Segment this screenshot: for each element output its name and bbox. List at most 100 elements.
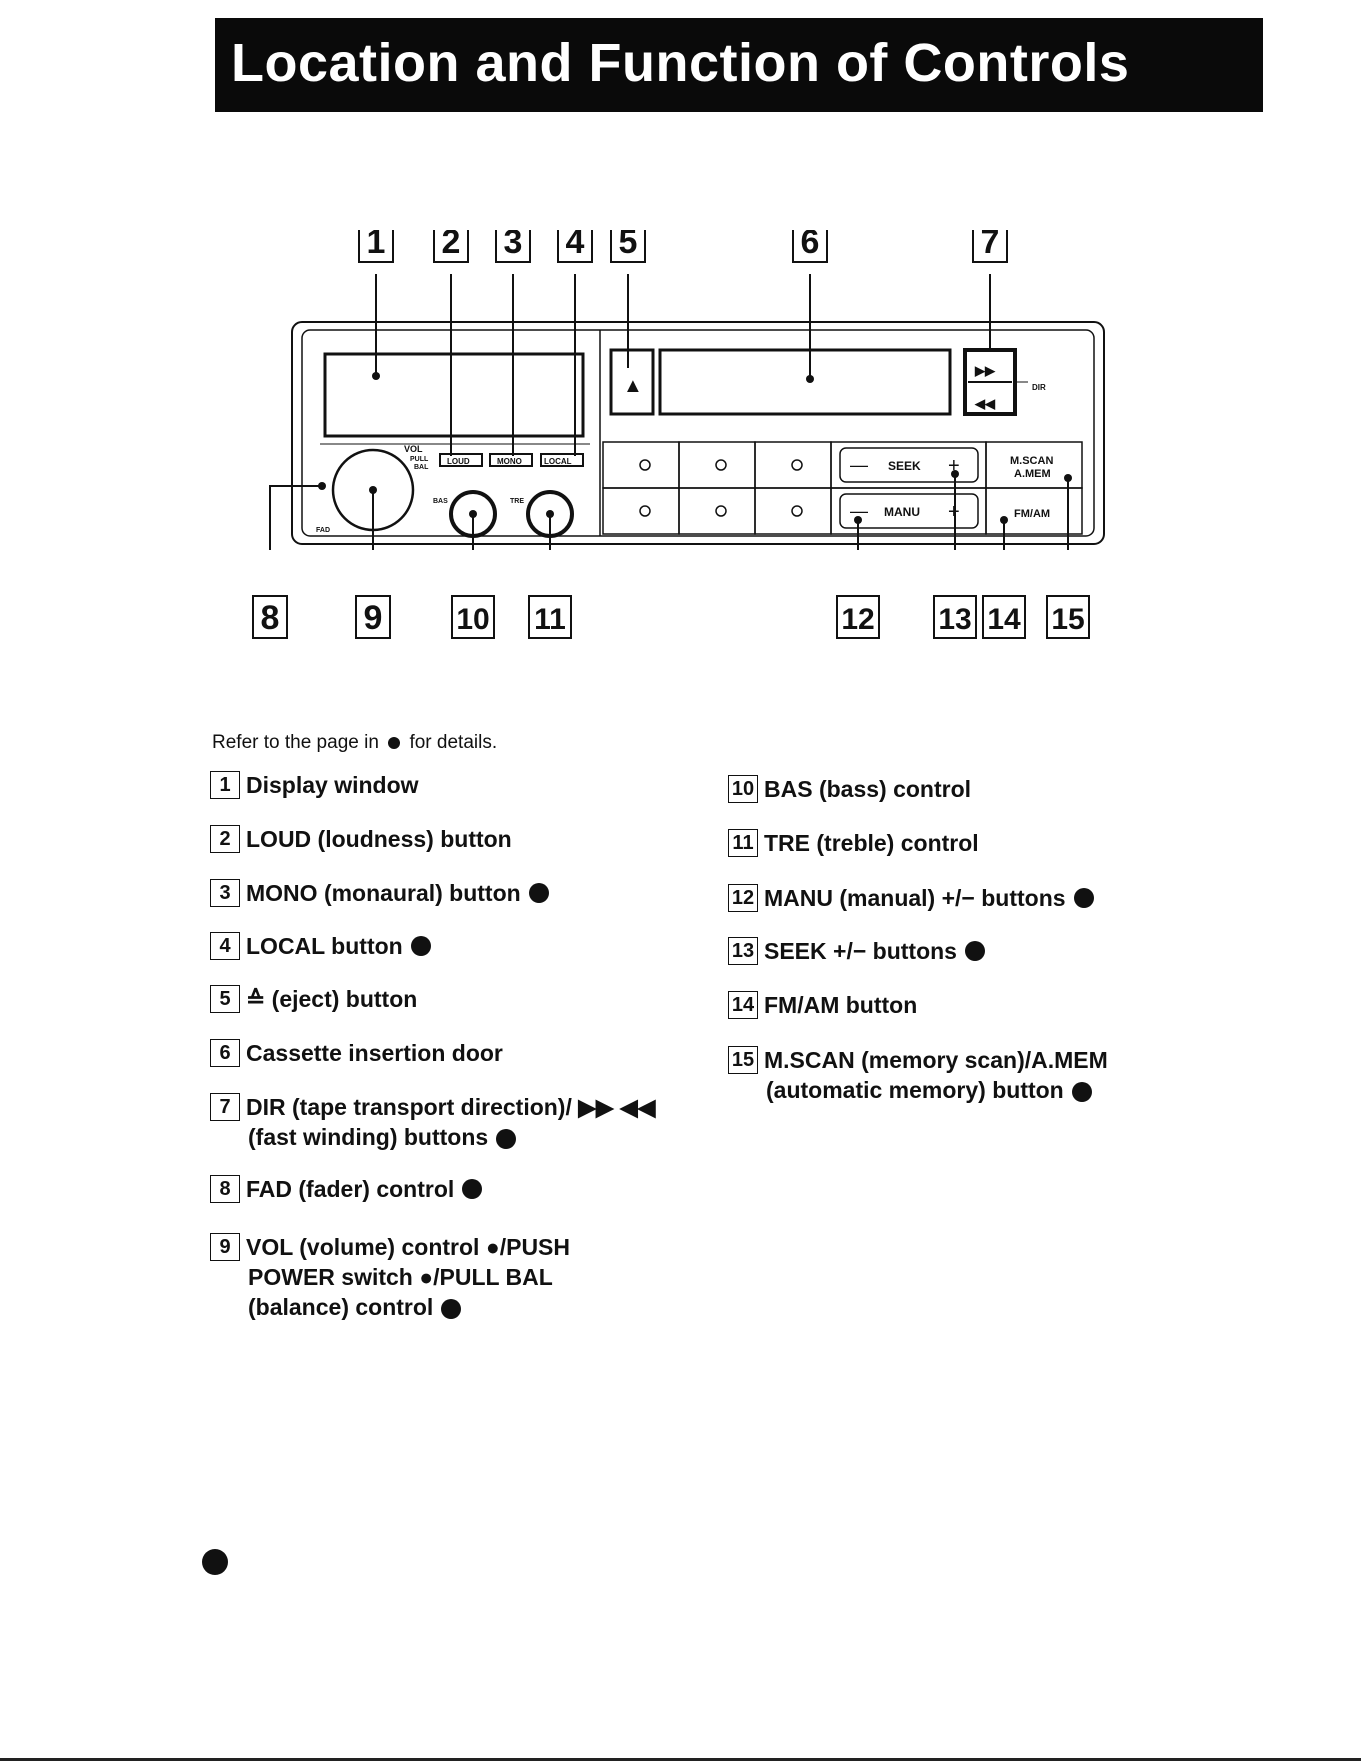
- item-number: 9: [210, 1232, 240, 1261]
- page-ref-icon: [496, 1128, 517, 1149]
- callout-box-12: [836, 595, 880, 639]
- item-number: 1: [210, 770, 240, 799]
- intro-suffix: for details.: [409, 732, 498, 753]
- pull-label: PULL: [410, 456, 429, 463]
- item-number: 5: [210, 984, 240, 1013]
- bottom-rule: [0, 1758, 1361, 1761]
- eject-label: ▲: [623, 375, 643, 397]
- mono-label: MONO: [497, 457, 522, 466]
- item-number: 14: [728, 990, 758, 1019]
- ff-label: ▶▶: [974, 363, 996, 378]
- item-number: 2: [210, 824, 240, 853]
- eject-button: [609, 348, 655, 416]
- callout-box-8: [252, 595, 288, 639]
- page-ref-icon: [1073, 887, 1094, 908]
- mono-button: [489, 453, 533, 467]
- item-text: Display window: [246, 771, 419, 798]
- display-window: [323, 352, 585, 438]
- callout-box-9: [355, 595, 391, 639]
- callout-number-12: 12: [841, 603, 874, 636]
- vol-label: VOL: [404, 444, 423, 454]
- seek-label: SEEK: [888, 459, 921, 473]
- local-button: [540, 453, 584, 467]
- page-ref-icon: [528, 882, 549, 903]
- title-banner: Location and Function of Controls: [215, 18, 1263, 112]
- item-number: 4: [210, 931, 240, 960]
- item-number: 15: [728, 1045, 758, 1074]
- svg-text:—: —: [850, 455, 868, 475]
- item-text: FAD (fader) control: [246, 1175, 455, 1202]
- dir-label: DIR: [1032, 383, 1046, 392]
- callout-number-6: 6: [801, 230, 820, 261]
- callout-box-4: [557, 230, 593, 263]
- page-ref-icon: [1071, 1081, 1092, 1102]
- item-number: 7: [210, 1092, 240, 1121]
- manu-rocker: [839, 493, 979, 529]
- callout-box-15: [1046, 595, 1090, 639]
- item-text: VOL (volume) control ●/PUSH: [246, 1233, 570, 1260]
- callout-number-9: 9: [364, 599, 383, 637]
- item-number: 13: [728, 936, 758, 965]
- car-stereo-diagram: VOL PULL BAL FAD BAS TRE LOUD MONO LOCAL…: [252, 230, 1105, 639]
- page-ref-icon: [388, 736, 401, 749]
- item-text: TRE (treble) control: [764, 829, 979, 856]
- callout-number-4: 4: [566, 230, 585, 261]
- item-text: M.SCAN (memory scan)/A.MEM: [764, 1046, 1108, 1073]
- item-text: LOCAL button: [246, 932, 403, 959]
- item-number: 8: [210, 1174, 240, 1203]
- amem-label: A.MEM: [1014, 468, 1051, 480]
- intro-note: Refer to the page in for details.: [212, 732, 497, 754]
- callout-number-7: 7: [981, 230, 1000, 261]
- callout-number-11: 11: [534, 603, 566, 636]
- svg-text:+: +: [948, 501, 960, 523]
- svg-text:—: —: [850, 501, 868, 521]
- callout-number-2: 2: [442, 230, 461, 261]
- tre-label: TRE: [510, 498, 524, 505]
- item-text: MONO (monaural) button: [246, 879, 521, 906]
- unit-chassis: [291, 321, 1105, 545]
- item-text-line2: (automatic memory) button: [728, 1075, 1268, 1105]
- item-text: ≙ (eject) button: [246, 985, 418, 1012]
- callout-number-13: 13: [938, 603, 971, 636]
- page-ref-icon: [410, 935, 431, 956]
- intro-prefix: Refer to the page in: [212, 732, 379, 753]
- rew-label: ◀◀: [974, 396, 996, 411]
- loud-button: [439, 453, 483, 467]
- item-text-line2: (fast winding) buttons: [210, 1122, 750, 1152]
- svg-text:+: +: [948, 455, 960, 477]
- local-label: LOCAL: [544, 457, 572, 466]
- item-number: 10: [728, 774, 758, 803]
- item-text: DIR (tape transport direction)/ ▶▶ ◀◀: [246, 1093, 656, 1120]
- bal-label: BAL: [414, 464, 429, 471]
- page-ref-icon: [462, 1178, 483, 1199]
- seek-rocker: [839, 447, 979, 483]
- callout-box-7: [972, 230, 1008, 263]
- page-ref-icon: [964, 940, 985, 961]
- callout-box-6: [792, 230, 828, 263]
- callout-number-15: 15: [1051, 603, 1084, 636]
- callout-box-3: [495, 230, 531, 263]
- callout-number-5: 5: [619, 230, 638, 261]
- manu-label: MANU: [884, 505, 920, 519]
- item-number: 3: [210, 878, 240, 907]
- callout-box-10: [451, 595, 495, 639]
- item-text: Cassette insertion door: [246, 1039, 503, 1066]
- callout-box-1: [358, 230, 394, 263]
- callout-number-1: 1: [367, 230, 386, 261]
- callout-box-5: [610, 230, 646, 263]
- callout-box-11: [528, 595, 572, 639]
- page-title: Location and Function of Controls: [231, 33, 1130, 93]
- item-number: 11: [728, 828, 758, 857]
- callout-box-13: [933, 595, 977, 639]
